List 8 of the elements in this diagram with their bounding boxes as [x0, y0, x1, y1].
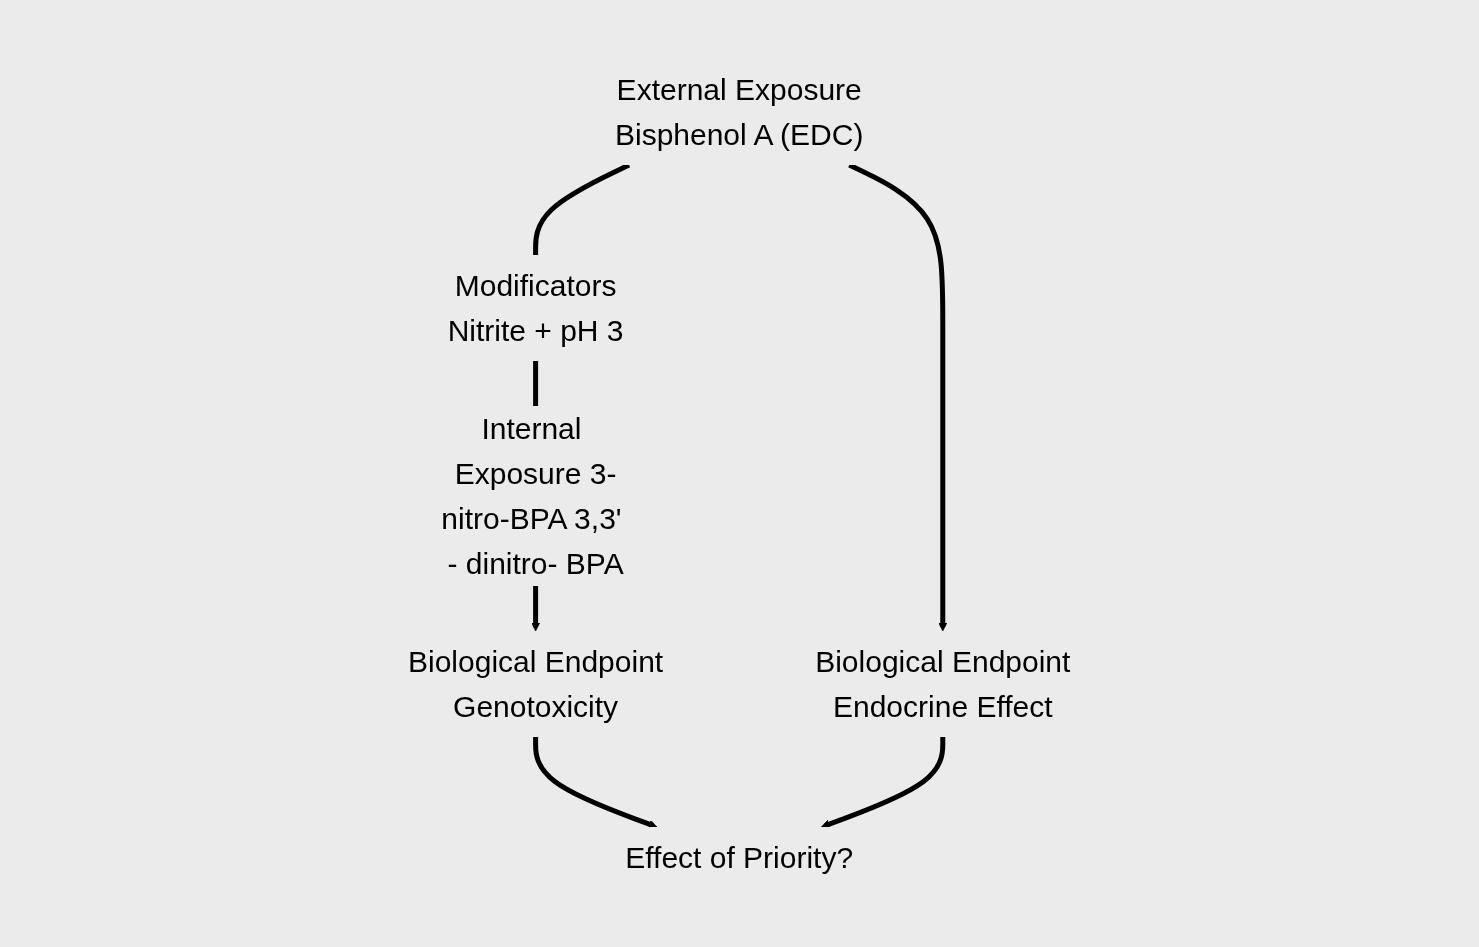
node-text: Effect of Priority?	[625, 841, 854, 874]
node-text: Biological Endpoint Genotoxicity	[408, 645, 664, 723]
arrow	[821, 737, 946, 829]
node-text: Biological Endpoint Endocrine Effect	[815, 645, 1071, 723]
arrow	[533, 737, 658, 829]
edge-label: Internal Exposure 3-nitro-BPA 3,3' - dinitro- BPA	[441, 412, 624, 580]
node-text: External Exposure Bisphenol A (EDC)	[615, 73, 864, 151]
node-text: Modificators Nitrite + pH 3	[447, 269, 624, 347]
